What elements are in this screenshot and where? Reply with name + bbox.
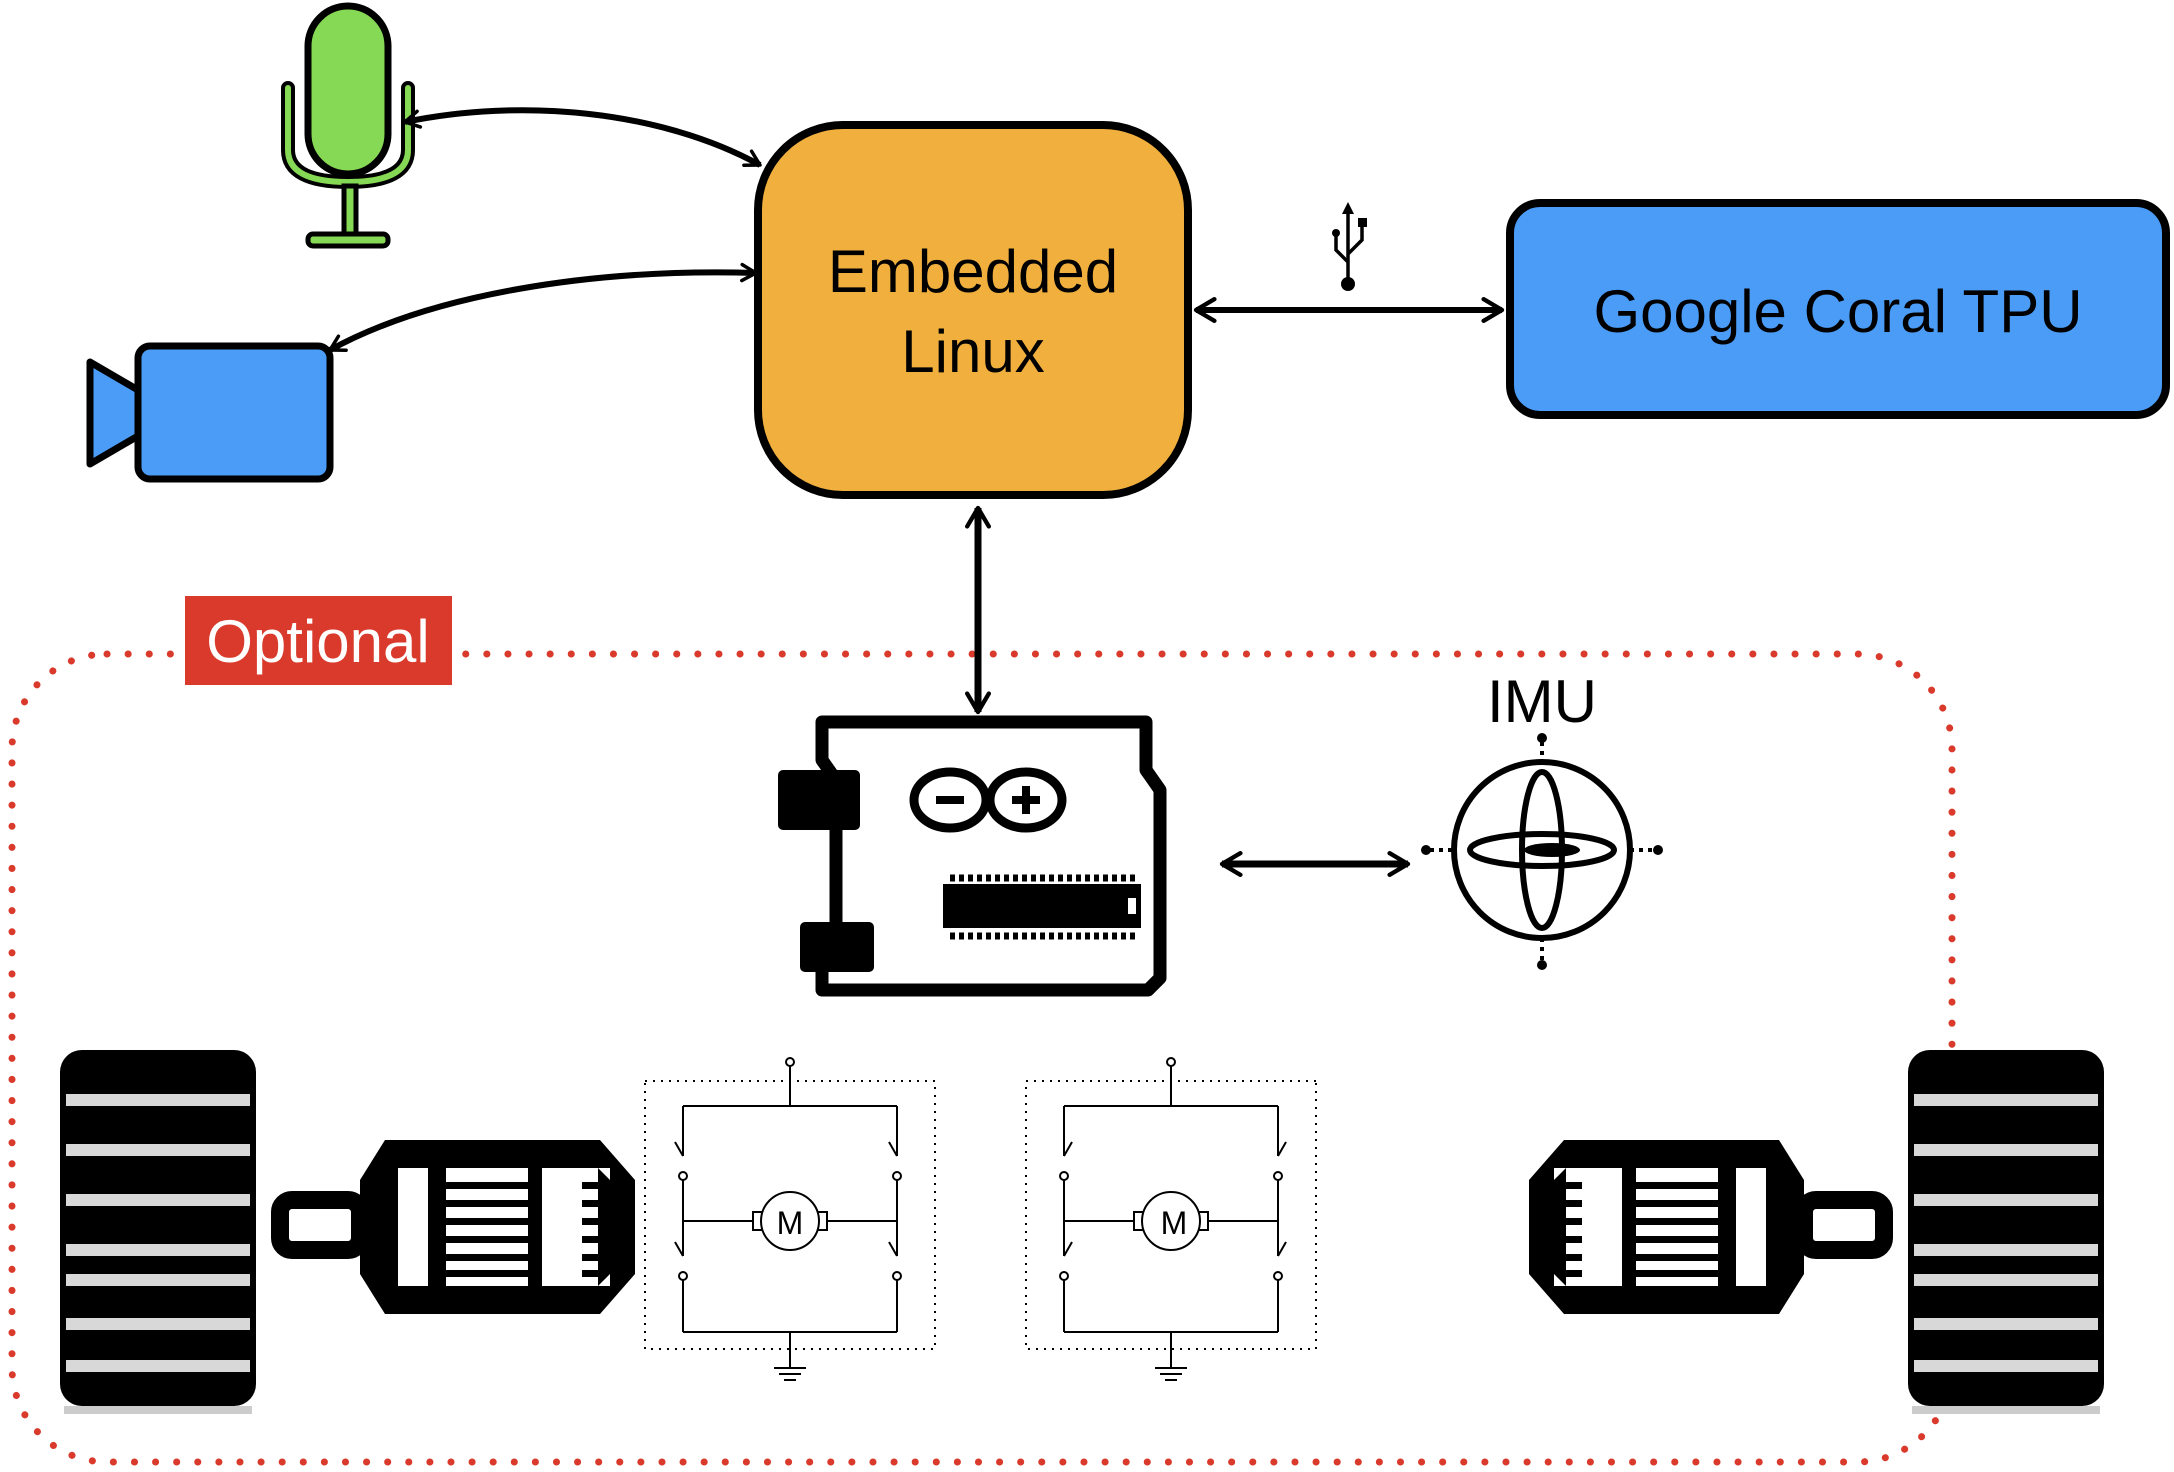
gyroscope-icon: [1421, 733, 1663, 970]
right-motor-icon: [1529, 1140, 1884, 1314]
right-wheel-icon: [1908, 1050, 2104, 1414]
optional-region: [8, 650, 1956, 1466]
usb-icon: [1332, 202, 1367, 291]
mic-linux-arrow: [403, 107, 762, 168]
arduino-board-icon: [778, 715, 1167, 997]
embedded-linux-line2: Linux: [901, 318, 1044, 385]
coral-tpu-box: [1506, 199, 2170, 419]
embedded-linux-box: [754, 121, 1192, 499]
camera-linux-arrow: [328, 262, 758, 353]
coral-tpu-label: Google Coral TPU: [1593, 278, 2082, 345]
camera-icon: [86, 342, 334, 483]
left-motor-symbol-letter: M: [777, 1205, 804, 1241]
imu-label: IMU: [1487, 668, 1597, 735]
embedded-linux-line1: Embedded: [828, 238, 1118, 305]
right-drive-group: [1025, 1050, 2104, 1414]
left-wheel-icon: [60, 1050, 256, 1414]
microphone-icon: [281, 2, 415, 249]
left-motor-icon: [280, 1140, 635, 1314]
optional-tag: [185, 596, 452, 685]
optional-label: Optional: [206, 608, 429, 675]
right-motor-symbol-letter: M: [1161, 1205, 1188, 1241]
